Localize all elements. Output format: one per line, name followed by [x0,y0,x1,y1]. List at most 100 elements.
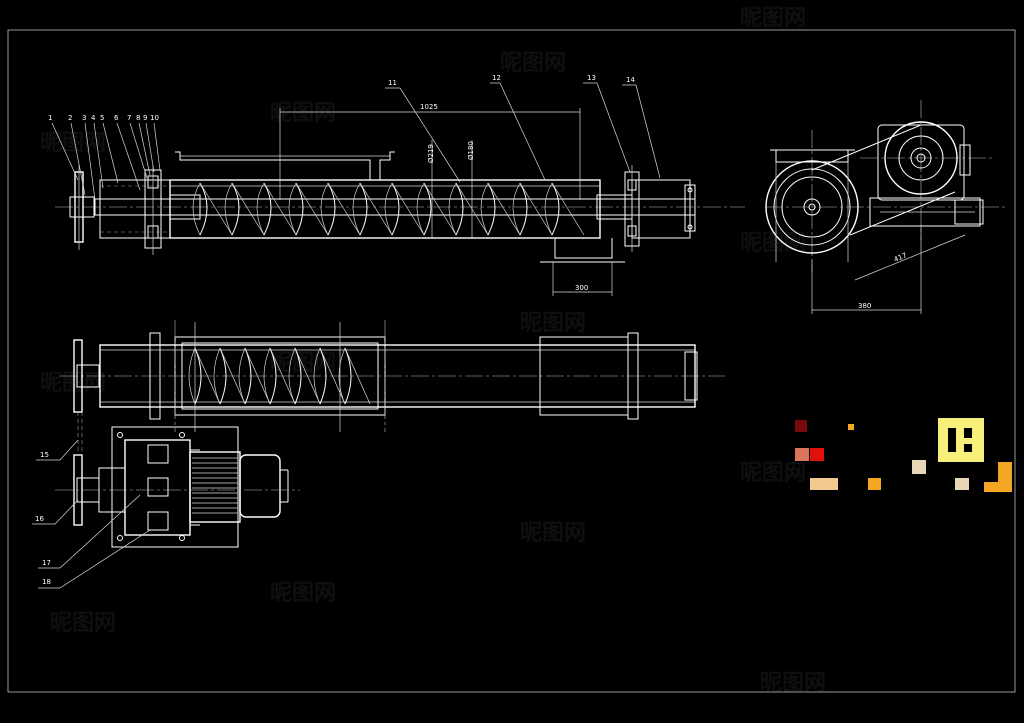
part-number: 14 [626,76,635,84]
leader-line [145,122,155,173]
leader-line [129,122,148,179]
part-number: 8 [136,114,140,122]
title-block-cell [955,478,969,490]
drive-belt [849,191,956,236]
leader-line [622,84,661,179]
screw-helix [391,182,425,236]
part-number: 5 [100,114,104,122]
watermark-text: 昵图网 [270,581,336,606]
screw-helix [199,182,233,236]
plan-view [60,320,725,432]
side-inlet [775,150,849,163]
gearbox-window [147,444,169,464]
title-block-cell [964,428,972,438]
part-number: 6 [114,114,119,122]
trough-circle-outer [765,160,859,254]
drive-assembly [55,412,300,548]
base-bolt [117,535,123,541]
title-block-cell [848,424,854,430]
screw-flight [320,182,329,236]
leader-line [32,499,79,525]
plan-screw-helix [294,347,321,405]
part-number: 9 [143,114,147,122]
right-bolt-head [687,187,693,193]
screw-flight [480,182,489,236]
screw-flight [263,182,272,236]
part-number: 16 [35,515,44,523]
screw-flight [448,182,457,236]
plan-screw-helix [344,347,371,405]
leader-line [116,122,141,191]
motor-base [869,197,981,227]
dim-dia-small-label: Ø219 [427,144,435,163]
drawing-frame [7,29,1016,693]
leader-line [51,122,79,181]
gearbox [124,439,191,536]
watermark-text: 昵图网 [500,51,566,76]
screw-flight [288,182,297,236]
motor-hub [910,147,932,169]
screw-helix [263,182,297,236]
leader-line [490,82,546,181]
title-block [795,418,1012,492]
base-bolt [179,432,185,438]
screw-helix [551,182,585,236]
screw-flight [327,182,336,236]
screw-helix [519,182,553,236]
left-hub [69,196,95,218]
watermark-text: 昵图网 [270,101,336,126]
part-number: 18 [42,578,51,586]
watermark-text: 昵图网 [50,611,116,636]
leader-line [102,122,119,184]
motor-base-plate [111,426,239,548]
screw-flight [519,182,528,236]
part-number: 4 [91,114,96,122]
part-number: 7 [127,114,131,122]
motor-pulley-inner [898,135,944,181]
screw-helix [295,182,329,236]
right-bearing-housing [631,179,691,239]
watermark-text: 昵图网 [740,231,806,256]
screw-flight [416,182,425,236]
watermark-text: 昵图网 [520,311,586,336]
plan-screw-flight [238,347,246,405]
plan-inlet-opening [181,342,379,410]
plan-left-hub [76,364,100,388]
screw-flight [391,182,400,236]
part-number: 10 [150,114,159,122]
plan-screw-flight [213,347,221,405]
screw-flight [224,182,233,236]
plan-screw-flight [263,347,271,405]
screw-flight [487,182,496,236]
screw-flight [512,182,521,236]
screw-flight [455,182,464,236]
trough-circle-mid [773,168,851,246]
screw-flight [423,182,432,236]
leader-line [583,82,631,173]
plan-screw-flight [338,347,346,405]
plan-right-cap [684,351,698,401]
base-bolt [117,432,123,438]
leader-line [84,122,96,201]
watermark-layer: 昵图网 昵图网 昵图网 昵图网 昵图网 昵图网 昵图网 昵图网 昵图网 昵图网 … [40,6,826,696]
leader-line [36,439,79,461]
leader-line [38,494,141,569]
leader-line [138,122,151,176]
part-number: 17 [42,559,51,567]
screw-helix [327,182,361,236]
screw-helix [231,182,265,236]
part-number: 15 [40,451,49,459]
dim-side-width-label: 380 [858,302,871,310]
plan-screw-flight [313,347,321,405]
title-block-cell [795,420,807,432]
plan-left-flange [149,332,161,420]
leader-line [38,529,151,589]
trough-circle-inner [781,176,843,238]
part-callouts-bottom: 15 16 17 18 [32,439,151,589]
watermark-text: 昵图网 [740,6,806,31]
left-bearing-housing [99,179,171,239]
watermark-text: 昵图网 [40,371,106,396]
watermark-text: 昵图网 [760,671,826,696]
watermark-text: 昵图网 [40,131,106,156]
